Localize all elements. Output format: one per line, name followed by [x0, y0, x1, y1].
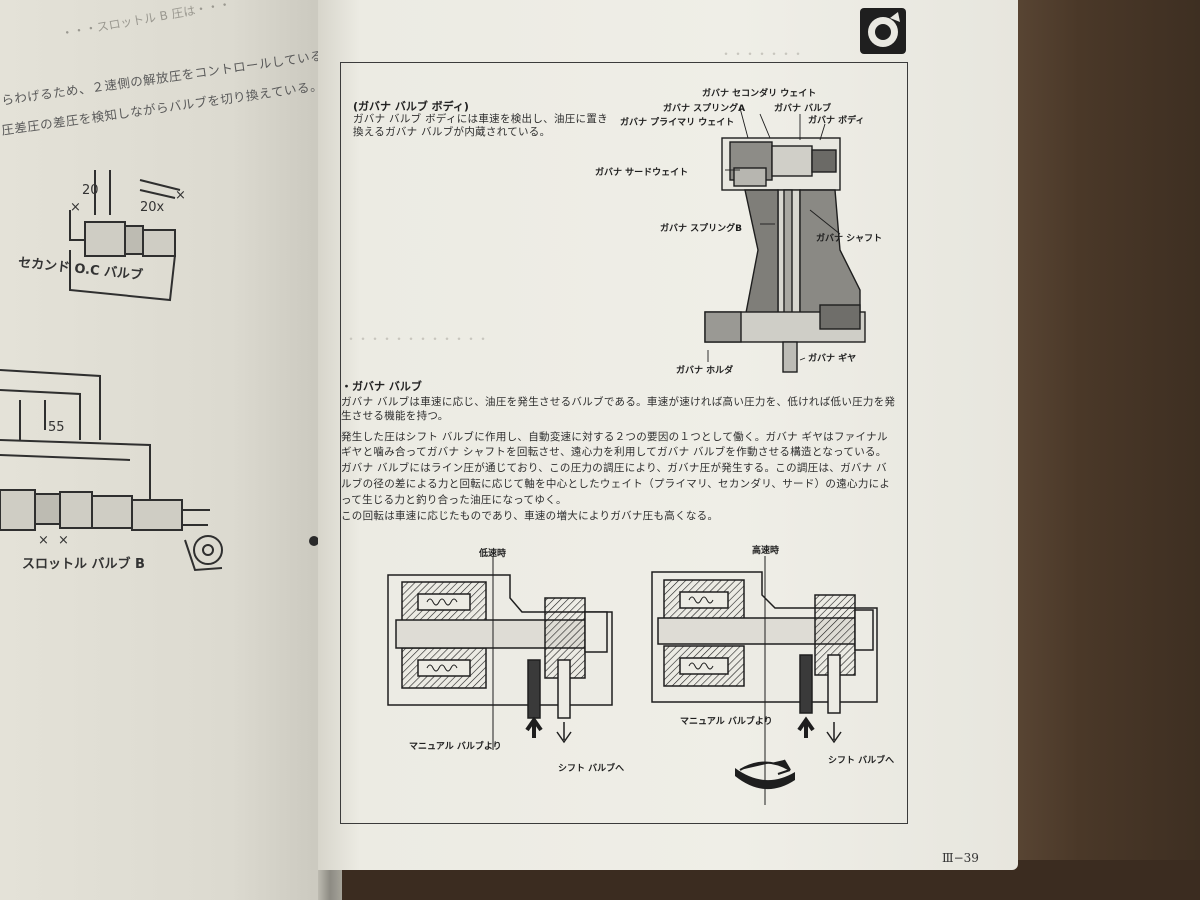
body-line-1: ガバナ バルブは車速に応じ、油圧を発生させるバルブである。車速が速ければ高い圧力… [341, 396, 896, 408]
governor-shaft-label: ガバナ シャフト [816, 234, 883, 244]
governor-body-label: ガバナ ボディ [808, 116, 865, 126]
pressure-number-55: 55 [48, 420, 65, 435]
spring-a-label: ガバナ スプリングA [663, 104, 746, 114]
pressure-number-20x: 20x [140, 200, 165, 215]
spring-b-label: ガバナ スプリングB [660, 224, 742, 234]
drain-mark: × [175, 188, 186, 203]
body-line-4: ギヤと噛み合ってガバナ シャフトを回転させ、遠心力を利用してガバナ バルブを作動… [341, 446, 887, 458]
content-frame [340, 62, 908, 824]
to-shift-valve-left: シフト バルブへ [558, 764, 625, 774]
subsection-title: ・ガバナ バルブ [341, 380, 422, 393]
body-line-6: ルブの径の差による力と回転に応じて軸を中心としたウェイト（プライマリ、セカンダリ… [341, 478, 891, 490]
pressure-number-20: 20 [82, 183, 99, 198]
governor-valve-label: ガバナ バルブ [774, 104, 832, 114]
drain-mark: × [58, 533, 69, 548]
governor-gear-label: ガバナ ギヤ [808, 354, 857, 364]
body-line-5: ガバナ バルブにはライン圧が通じており、この圧力の調圧により、ガバナ圧が発生する… [341, 462, 887, 474]
drain-mark: × [70, 200, 81, 215]
show-through-text: ・・・・・・・・・・・・ [345, 332, 490, 346]
drain-mark: × [38, 533, 49, 548]
left-page-valve-diagram [0, 170, 223, 572]
from-manual-valve-right: マニュアル バルブより [680, 717, 773, 727]
throttle-valve-b-label: スロットル バルブ B [22, 557, 145, 572]
section-title: (ガバナ バルブ ボディ) [353, 100, 469, 113]
right-page [318, 0, 1018, 870]
governor-holder-label: ガバナ ホルダ [676, 366, 734, 376]
binder-ring [309, 536, 319, 546]
page-number: Ⅲ−39 [942, 851, 979, 865]
chapter-logo-icon [860, 8, 906, 54]
third-weight-label: ガバナ サードウェイト [595, 168, 689, 178]
secondary-weight-label: ガバナ セコンダリ ウェイト [702, 89, 817, 99]
desk-surface [1000, 0, 1200, 900]
show-through-text: ・・・・・・・ [720, 47, 805, 61]
from-manual-valve-left: マニュアル バルブより [409, 742, 502, 752]
low-speed-label: 低速時 [479, 549, 507, 559]
to-shift-valve-right: シフト バルブへ [828, 756, 895, 766]
primary-weight-label: ガバナ プライマリ ウェイト [620, 118, 735, 128]
body-line-2: 生させる機能を持つ。 [341, 410, 449, 422]
body-line-7: って生じる力と釣り合った油圧になってゆく。 [341, 494, 567, 506]
intro-line-2: 換えるガバナ バルブが内蔵されている。 [353, 126, 551, 138]
body-line-8: この回転は車速に応じたものであり、車速の増大によりガバナ圧も高くなる。 [341, 510, 719, 522]
body-line-3: 発生した圧はシフト バルブに作用し、自動変速に対する２つの要因の１つとして働く。… [341, 431, 888, 443]
left-page: ・・・スロットル B 圧は・・・ らわげるため、２速側の解放圧をコントロールして… [0, 0, 330, 900]
intro-line-1: ガバナ バルブ ボディには車速を検出し、油圧に置き [353, 113, 608, 125]
high-speed-label: 高速時 [752, 546, 780, 556]
